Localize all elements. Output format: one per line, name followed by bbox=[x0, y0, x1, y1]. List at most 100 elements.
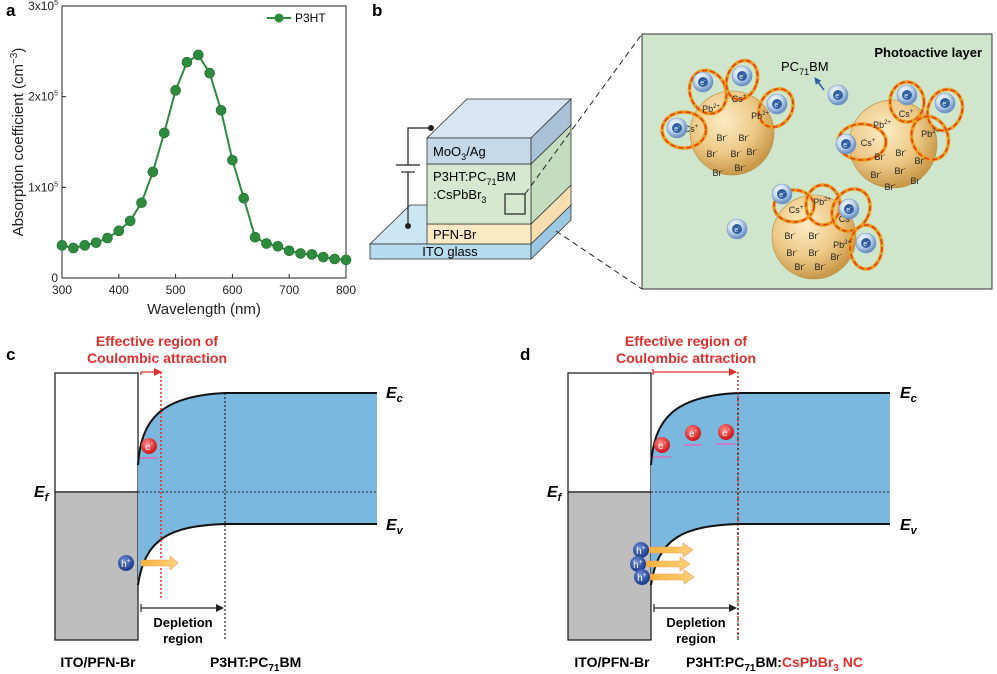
cs-ion-label: Cs+ bbox=[899, 109, 914, 119]
panel-d: d Effective region of Coulombic attracti… bbox=[520, 333, 918, 674]
data-point bbox=[158, 127, 170, 139]
perovskite-nanocrystal: Br-Br-Br-Br-Br-Br-Br-Pb2+Cs+Pb2+Cs+e-e-e… bbox=[835, 80, 965, 192]
panel-b: b ITO glass PFN-Br P3HT:PC71BM :CsPbBr3 … bbox=[369, 1, 993, 290]
depletion-label-line1: Depletion bbox=[153, 615, 212, 630]
data-point bbox=[113, 225, 125, 237]
metal-upper bbox=[567, 372, 652, 493]
zoom-title: Photoactive layer bbox=[874, 45, 982, 60]
right-material-label: P3HT:PC71BM bbox=[210, 654, 301, 674]
perovskite-nanocrystal: Br-Br-Br-Br-Br-Br-Br-Pb2+Cs+Pb2+Cs+e-e-e… bbox=[660, 58, 795, 178]
svg-text:e-: e- bbox=[846, 205, 852, 214]
electron-icon: e- bbox=[827, 84, 849, 106]
ito-label: ITO glass bbox=[422, 244, 478, 259]
br-ion-label: Br- bbox=[895, 166, 906, 176]
svg-text:e-: e- bbox=[942, 99, 948, 108]
data-point bbox=[147, 166, 159, 178]
data-point bbox=[124, 215, 136, 227]
data-point bbox=[340, 254, 352, 266]
br-ion-label: Br- bbox=[875, 152, 886, 162]
legend-marker bbox=[274, 13, 284, 23]
data-point bbox=[79, 240, 91, 251]
y-tick-label: 3x105 bbox=[28, 0, 58, 13]
data-point bbox=[90, 237, 102, 248]
zoom-line-bottom bbox=[555, 230, 643, 290]
zoom-line-top bbox=[524, 33, 643, 195]
band-region bbox=[138, 393, 377, 585]
electron: e- bbox=[141, 438, 158, 459]
conduction-band bbox=[137, 392, 377, 466]
electron-icon: e- bbox=[855, 232, 877, 254]
electrons: e-e-e- bbox=[653, 424, 735, 458]
electron: e- bbox=[653, 437, 671, 458]
data-point bbox=[249, 231, 261, 243]
cs-ion-label: Cs+ bbox=[789, 205, 804, 215]
electron-icon: e- bbox=[771, 183, 793, 205]
hole: h+ bbox=[633, 542, 694, 558]
hole-transfer-arrow bbox=[649, 569, 695, 585]
coulomb-halo-dash bbox=[661, 111, 707, 149]
hole: h+ bbox=[118, 555, 179, 571]
ec-label: Ec bbox=[386, 385, 403, 405]
svg-text:e-: e- bbox=[779, 190, 785, 199]
br-ion-label: Br- bbox=[787, 248, 798, 258]
electron-icon: e- bbox=[838, 198, 860, 220]
panel-c-label: c bbox=[6, 345, 15, 364]
left-material-label: ITO/PFN-Br bbox=[60, 654, 136, 670]
electron-icon: e- bbox=[934, 92, 956, 114]
pb-ion-label: Pb2+ bbox=[751, 111, 769, 121]
data-point bbox=[272, 240, 284, 252]
svg-text:e-: e- bbox=[145, 441, 154, 453]
svg-text:e-: e- bbox=[734, 225, 740, 234]
hole: h+ bbox=[634, 569, 695, 585]
valence-band bbox=[137, 523, 377, 586]
photoactive-layer-zoom: Photoactive layer PC71BM Br-Br-Br-Br-Br-… bbox=[641, 33, 993, 290]
br-ion-label: Br- bbox=[809, 248, 820, 258]
data-point bbox=[227, 154, 238, 166]
coulomb-halo-dash bbox=[758, 88, 794, 128]
pfn-label: PFN-Br bbox=[433, 227, 477, 242]
hole-transfer-arrow bbox=[140, 555, 179, 571]
svg-text:h+: h+ bbox=[633, 559, 643, 571]
svg-text:e-: e- bbox=[674, 124, 680, 133]
active-label-line1: P3HT:PC71BM bbox=[433, 169, 516, 187]
data-point bbox=[329, 253, 340, 265]
br-ion-label: Br- bbox=[747, 147, 758, 157]
y-tick-label: 2x105 bbox=[28, 90, 58, 104]
y-tick-label: 0 bbox=[51, 271, 58, 285]
band-region bbox=[651, 393, 890, 585]
electron-icon: e- bbox=[896, 84, 918, 106]
br-ion-label: Br- bbox=[896, 148, 907, 158]
plot-frame bbox=[61, 5, 347, 279]
effective-region-line2: Coulombic attraction bbox=[87, 350, 227, 366]
x-tick-label: 500 bbox=[166, 283, 186, 297]
x-axis-title: Wavelength (nm) bbox=[147, 301, 261, 318]
cs-ion-label: Cs+ bbox=[861, 138, 876, 148]
data-point bbox=[317, 251, 329, 263]
depletion-label-line2: region bbox=[676, 631, 716, 646]
svg-text:e-: e- bbox=[689, 428, 698, 440]
moo3-side-face bbox=[530, 98, 572, 165]
pcbm-arrow bbox=[814, 77, 825, 91]
ev-label: Ev bbox=[386, 517, 404, 537]
holes: h+h+h+ bbox=[630, 542, 695, 585]
electron: e- bbox=[717, 424, 735, 445]
cs-ion-label: Cs+ bbox=[732, 94, 747, 104]
data-point bbox=[295, 248, 306, 259]
data-point bbox=[215, 104, 227, 116]
right-material-label: P3HT:PC71BM:CsPbBr3 NC bbox=[686, 654, 863, 674]
data-point bbox=[56, 240, 68, 251]
pb-ion-label: Pb2+ bbox=[921, 129, 939, 139]
depletion-label-line1: Depletion bbox=[666, 615, 725, 630]
effective-region-line1: Effective region of bbox=[625, 333, 747, 349]
svg-text:e-: e- bbox=[722, 427, 731, 439]
data-point bbox=[68, 242, 79, 254]
svg-text:e-: e- bbox=[863, 239, 869, 248]
br-ion-label: Br- bbox=[731, 149, 742, 159]
coulomb-halo-dash bbox=[831, 188, 871, 232]
svg-text:e-: e- bbox=[843, 140, 849, 149]
coulomb-halo-dash bbox=[725, 59, 759, 101]
x-tick-label: 400 bbox=[109, 283, 129, 297]
p3ht-series-points bbox=[56, 49, 352, 266]
pb-ion-label: Pb2+ bbox=[813, 197, 831, 207]
